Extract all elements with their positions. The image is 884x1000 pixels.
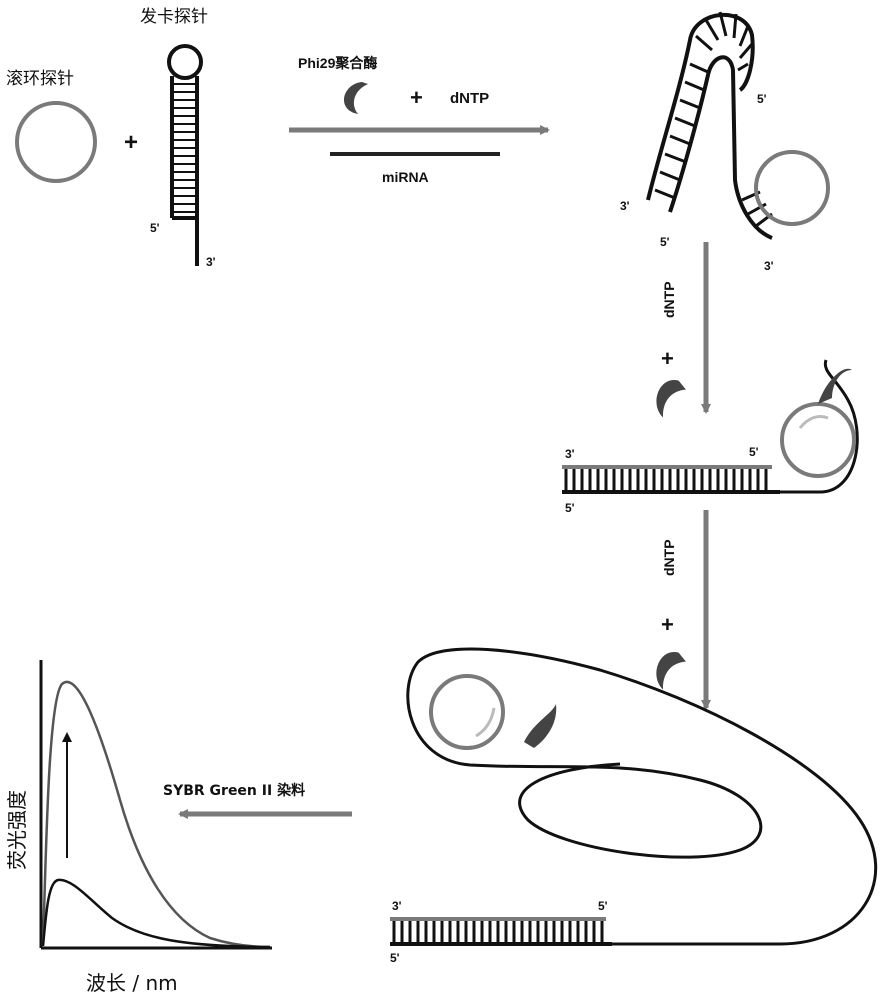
circle-probe-icon bbox=[17, 103, 95, 181]
plus-sign-2: + bbox=[410, 85, 423, 110]
spectrum-low bbox=[43, 880, 270, 947]
duplex2-3prime: 3' bbox=[392, 899, 402, 913]
mirna-label: miRNA bbox=[382, 169, 429, 185]
duplex1-5prime-top: 5' bbox=[749, 445, 759, 459]
enzyme-icon bbox=[344, 82, 368, 114]
duplex2-5prime-bottom: 5' bbox=[390, 951, 400, 965]
rca-product bbox=[390, 649, 876, 944]
y-axis-label: 荧光强度 bbox=[5, 790, 29, 870]
dye-label: SYBR Green II 染料 bbox=[163, 782, 305, 799]
complex-5prime-top: 5' bbox=[757, 92, 767, 106]
duplex1-3prime: 3' bbox=[565, 447, 575, 461]
polymerase-label: Phi29聚合酶 bbox=[298, 55, 377, 71]
duplex2-5prime-top: 5' bbox=[598, 899, 608, 913]
dntp-label-3: dNTP bbox=[661, 539, 677, 576]
hairpin-3prime-label: 3' bbox=[206, 255, 216, 269]
hairpin-probe-icon bbox=[169, 46, 201, 266]
complex-3prime-right: 3' bbox=[764, 259, 774, 273]
x-axis-label: 波长 / nm bbox=[86, 971, 178, 995]
dntp-label-1: dNTP bbox=[450, 90, 489, 107]
complex-5prime-bottom: 5' bbox=[660, 235, 670, 249]
opened-hairpin-complex bbox=[648, 12, 828, 238]
enzyme-icon-5 bbox=[524, 704, 556, 748]
enzyme-icon-2 bbox=[651, 375, 688, 421]
extension-duplex-1 bbox=[562, 360, 857, 492]
complex-3prime-left: 3' bbox=[620, 199, 630, 213]
enzyme-icon-4 bbox=[651, 647, 688, 693]
plus-sign-1: + bbox=[124, 129, 138, 156]
plus-sign-4: + bbox=[661, 612, 674, 637]
hairpin-5prime-label: 5' bbox=[150, 221, 160, 235]
dntp-label-2: dNTP bbox=[661, 281, 677, 318]
plus-sign-3: + bbox=[661, 346, 674, 371]
spectrum-plot bbox=[41, 660, 272, 948]
duplex1-5prime-bottom: 5' bbox=[565, 501, 575, 515]
rolling-circle-probe-label: 滚环探针 bbox=[6, 69, 74, 89]
hairpin-probe-label: 发卡探针 bbox=[140, 7, 208, 27]
